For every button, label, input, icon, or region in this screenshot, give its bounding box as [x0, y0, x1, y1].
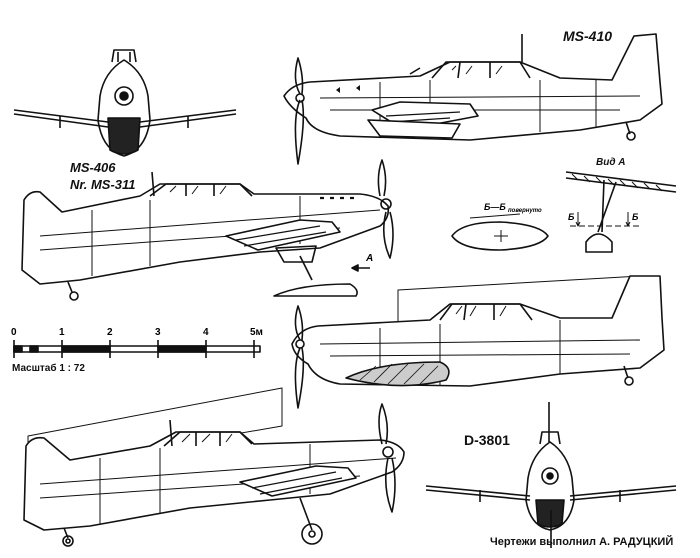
- arrow-a-label: А: [366, 253, 374, 264]
- airfoil-section: [451, 213, 549, 251]
- side-view-mid-right: [291, 275, 665, 409]
- section-label: Б—Б: [484, 202, 506, 212]
- scale-tick-label: 5м: [250, 327, 263, 338]
- section-note: повернуто: [508, 208, 542, 214]
- scale-tick-label: 0: [11, 327, 17, 338]
- front-view-d3801: [425, 402, 677, 548]
- scale-bar: [13, 340, 261, 358]
- scale-tick-label: 3: [155, 327, 161, 338]
- front-view-ms406: [13, 49, 237, 157]
- drawing-credit: Чертежи выполнил А. РАДУЦКИЙ: [490, 536, 674, 548]
- side-view-ms406: [21, 159, 394, 301]
- d3801-title: D-3801: [464, 432, 510, 448]
- section-mark-left: Б: [568, 212, 575, 222]
- scale-tick-label: 1: [59, 327, 65, 338]
- scale-caption: Масштаб 1 : 72: [12, 363, 85, 374]
- scale-tick-label: 4: [203, 327, 209, 338]
- view-a-detail: [565, 171, 677, 253]
- side-view-bottom-left: [23, 387, 405, 547]
- view-a-label: Вид А: [596, 157, 626, 168]
- scale-tick-label: 2: [107, 327, 113, 338]
- section-mark-right: Б: [632, 212, 639, 222]
- ms410-title: MS-410: [563, 28, 613, 44]
- side-view-ms410: [283, 33, 663, 165]
- ms406-registration: Nr. MS-311: [70, 177, 136, 192]
- ms406-title: MS-406: [70, 160, 116, 175]
